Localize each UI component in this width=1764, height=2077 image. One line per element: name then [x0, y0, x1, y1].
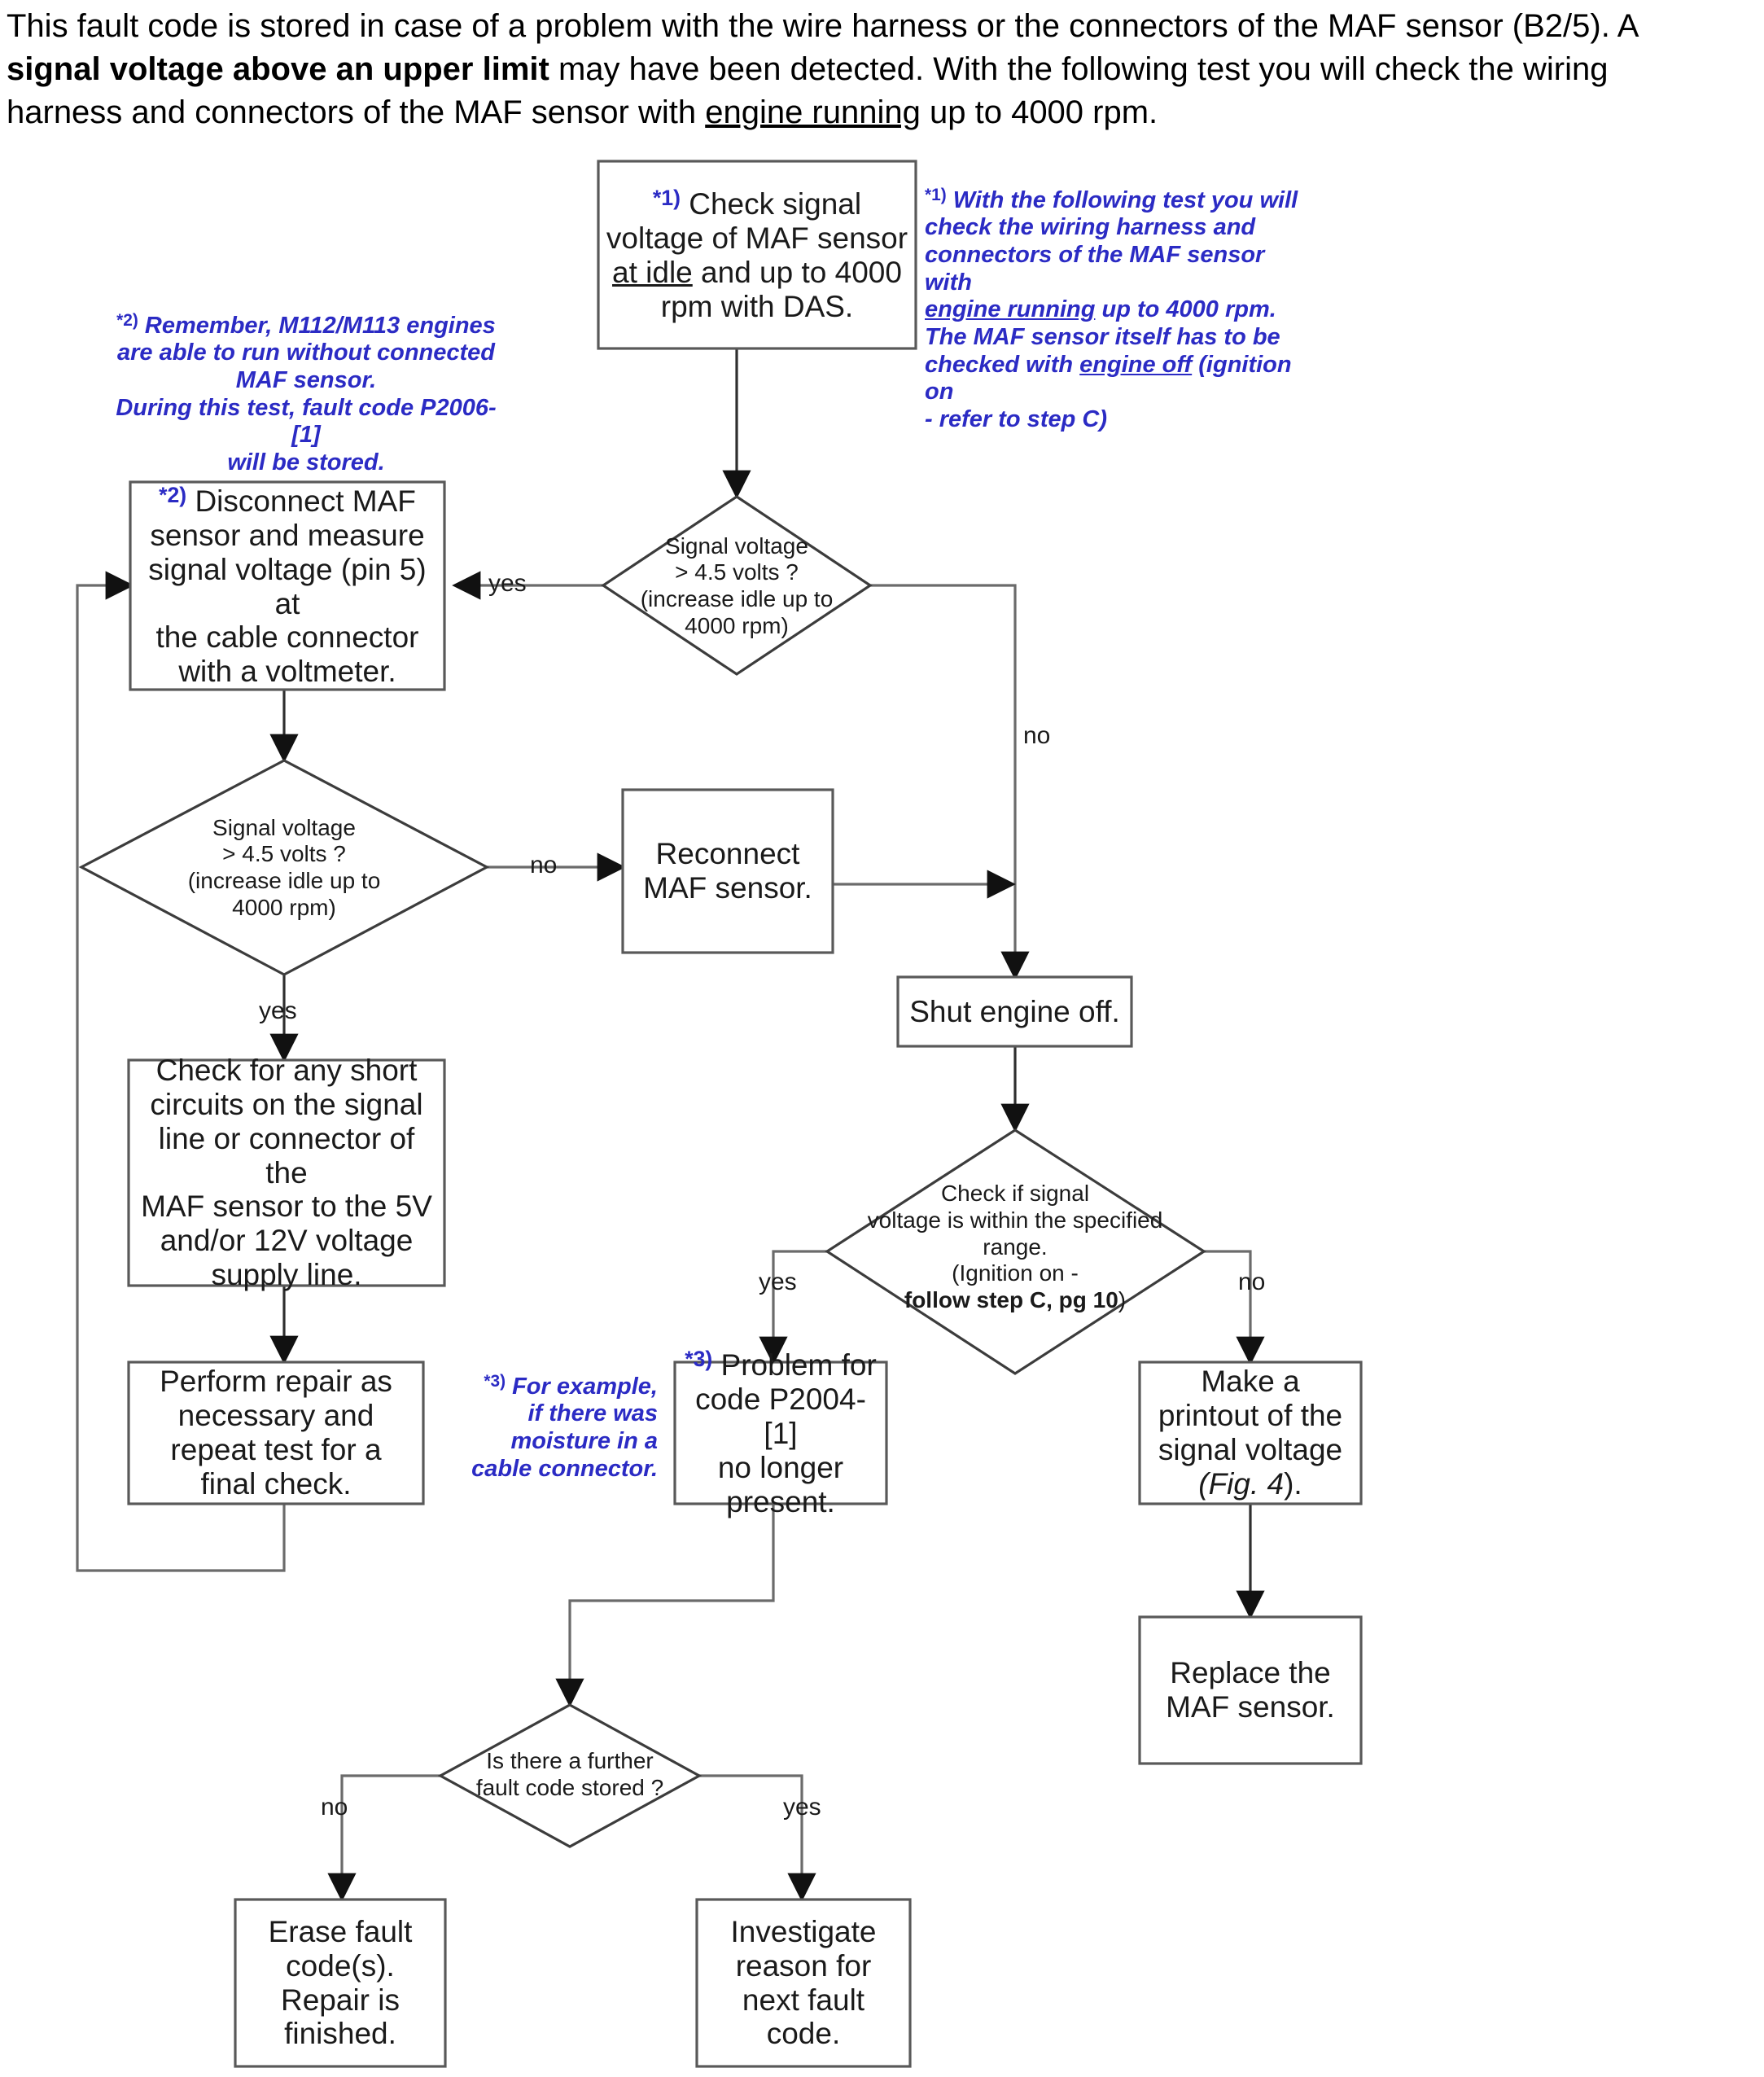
edge-label-decision2-no: no	[530, 852, 558, 879]
intro-paragraph: This fault code is stored in case of a p…	[7, 5, 1732, 135]
footnote-marker-3: *3)	[685, 1347, 713, 1372]
node-decision-1	[601, 495, 873, 676]
node-replace-maf	[1138, 1615, 1363, 1765]
edge-repair-loopback	[76, 571, 286, 1572]
edge-decision3-yes	[759, 1250, 828, 1365]
node-shut-engine-off	[896, 975, 1133, 1048]
edge-label-decision4-yes: yes	[783, 1794, 821, 1821]
edge-label-decision3-yes: yes	[759, 1269, 797, 1295]
edge-label-decision2-yes: yes	[259, 997, 297, 1024]
node-reconnect-maf	[621, 788, 834, 954]
node-check-signal-voltage-label: *1) Check signal voltage of MAF sensor a…	[606, 186, 908, 323]
edge-decision3-no	[1203, 1250, 1265, 1365]
footnote-marker-2: *2)	[159, 483, 187, 508]
node-investigate-reason-label: Investigate reason for next fault code.	[730, 1914, 877, 2051]
node-decision-2	[78, 759, 490, 976]
node-make-printout	[1138, 1361, 1363, 1505]
edge-label-decision1-yes: yes	[488, 570, 527, 597]
footnote-3-marker: *3)	[484, 1372, 506, 1391]
footnote-1-marker: *1)	[925, 186, 947, 204]
footnote-1: *1) With the following test you will che…	[925, 186, 1298, 432]
node-make-printout-label: Make a printout of the signal voltage (F…	[1158, 1365, 1343, 1501]
node-perform-repair-label: Perform repair as necessary and repeat t…	[160, 1365, 392, 1501]
node-check-short-circuits-label: Check for any short circuits on the sign…	[141, 1054, 432, 1291]
edge-label-decision3-no: no	[1238, 1269, 1266, 1295]
edge-label-decision1-no: no	[1023, 722, 1051, 749]
edge-p2004-to-decision4	[555, 1503, 775, 1707]
edge-decision1-no	[869, 584, 1030, 980]
node-erase-fault-codes	[234, 1898, 447, 2068]
node-decision-2-label: Signal voltage > 4.5 volts ? (increase i…	[187, 814, 381, 920]
node-decision-3-label: Check if signal voltage is within the sp…	[867, 1181, 1163, 1313]
node-check-short-circuits	[127, 1058, 446, 1287]
node-disconnect-maf	[129, 480, 446, 691]
intro-text-part1: This fault code is stored in case of a p…	[7, 8, 1638, 44]
node-decision-4	[437, 1703, 703, 1848]
node-perform-repair	[127, 1361, 425, 1505]
node-replace-maf-label: Replace the MAF sensor.	[1166, 1656, 1335, 1724]
footnote-3: *3) For example, if there was moisture i…	[471, 1372, 658, 1482]
intro-text-part3: up to 4000 rpm.	[920, 94, 1158, 131]
node-shut-engine-off-label: Shut engine off.	[909, 994, 1120, 1028]
intro-bold-phrase: signal voltage above an upper limit	[7, 51, 549, 88]
footnote-2-marker: *2)	[116, 311, 138, 330]
node-problem-no-longer	[673, 1361, 888, 1505]
node-check-signal-voltage	[597, 160, 917, 350]
edge-label-decision4-no: no	[321, 1794, 348, 1821]
edge-decision4-no	[327, 1774, 441, 1902]
node-erase-fault-codes-label: Erase fault code(s). Repair is finished.	[268, 1914, 413, 2051]
node-decision-3	[825, 1128, 1206, 1375]
node-disconnect-maf-label: *2) Disconnect MAF sensor and measure si…	[148, 483, 427, 689]
footnote-marker-1: *1)	[652, 186, 681, 211]
node-decision-1-label: Signal voltage > 4.5 volts ? (increase i…	[640, 532, 834, 638]
intro-text-part2: may have been detected. With the followi…	[7, 51, 1609, 131]
node-decision-4-label: Is there a further fault code stored ?	[475, 1748, 664, 1800]
node-problem-no-longer-label: *3) Problem for code P2004-[1] no longer…	[685, 1347, 877, 1518]
node-investigate-reason	[695, 1898, 912, 2068]
edge-decision4-yes	[698, 1774, 816, 1902]
footnote-2: *2) Remember, M112/M113 engines are able…	[116, 311, 497, 475]
intro-underlined-phrase: engine running	[705, 94, 921, 131]
node-reconnect-maf-label: Reconnect MAF sensor.	[643, 837, 812, 905]
